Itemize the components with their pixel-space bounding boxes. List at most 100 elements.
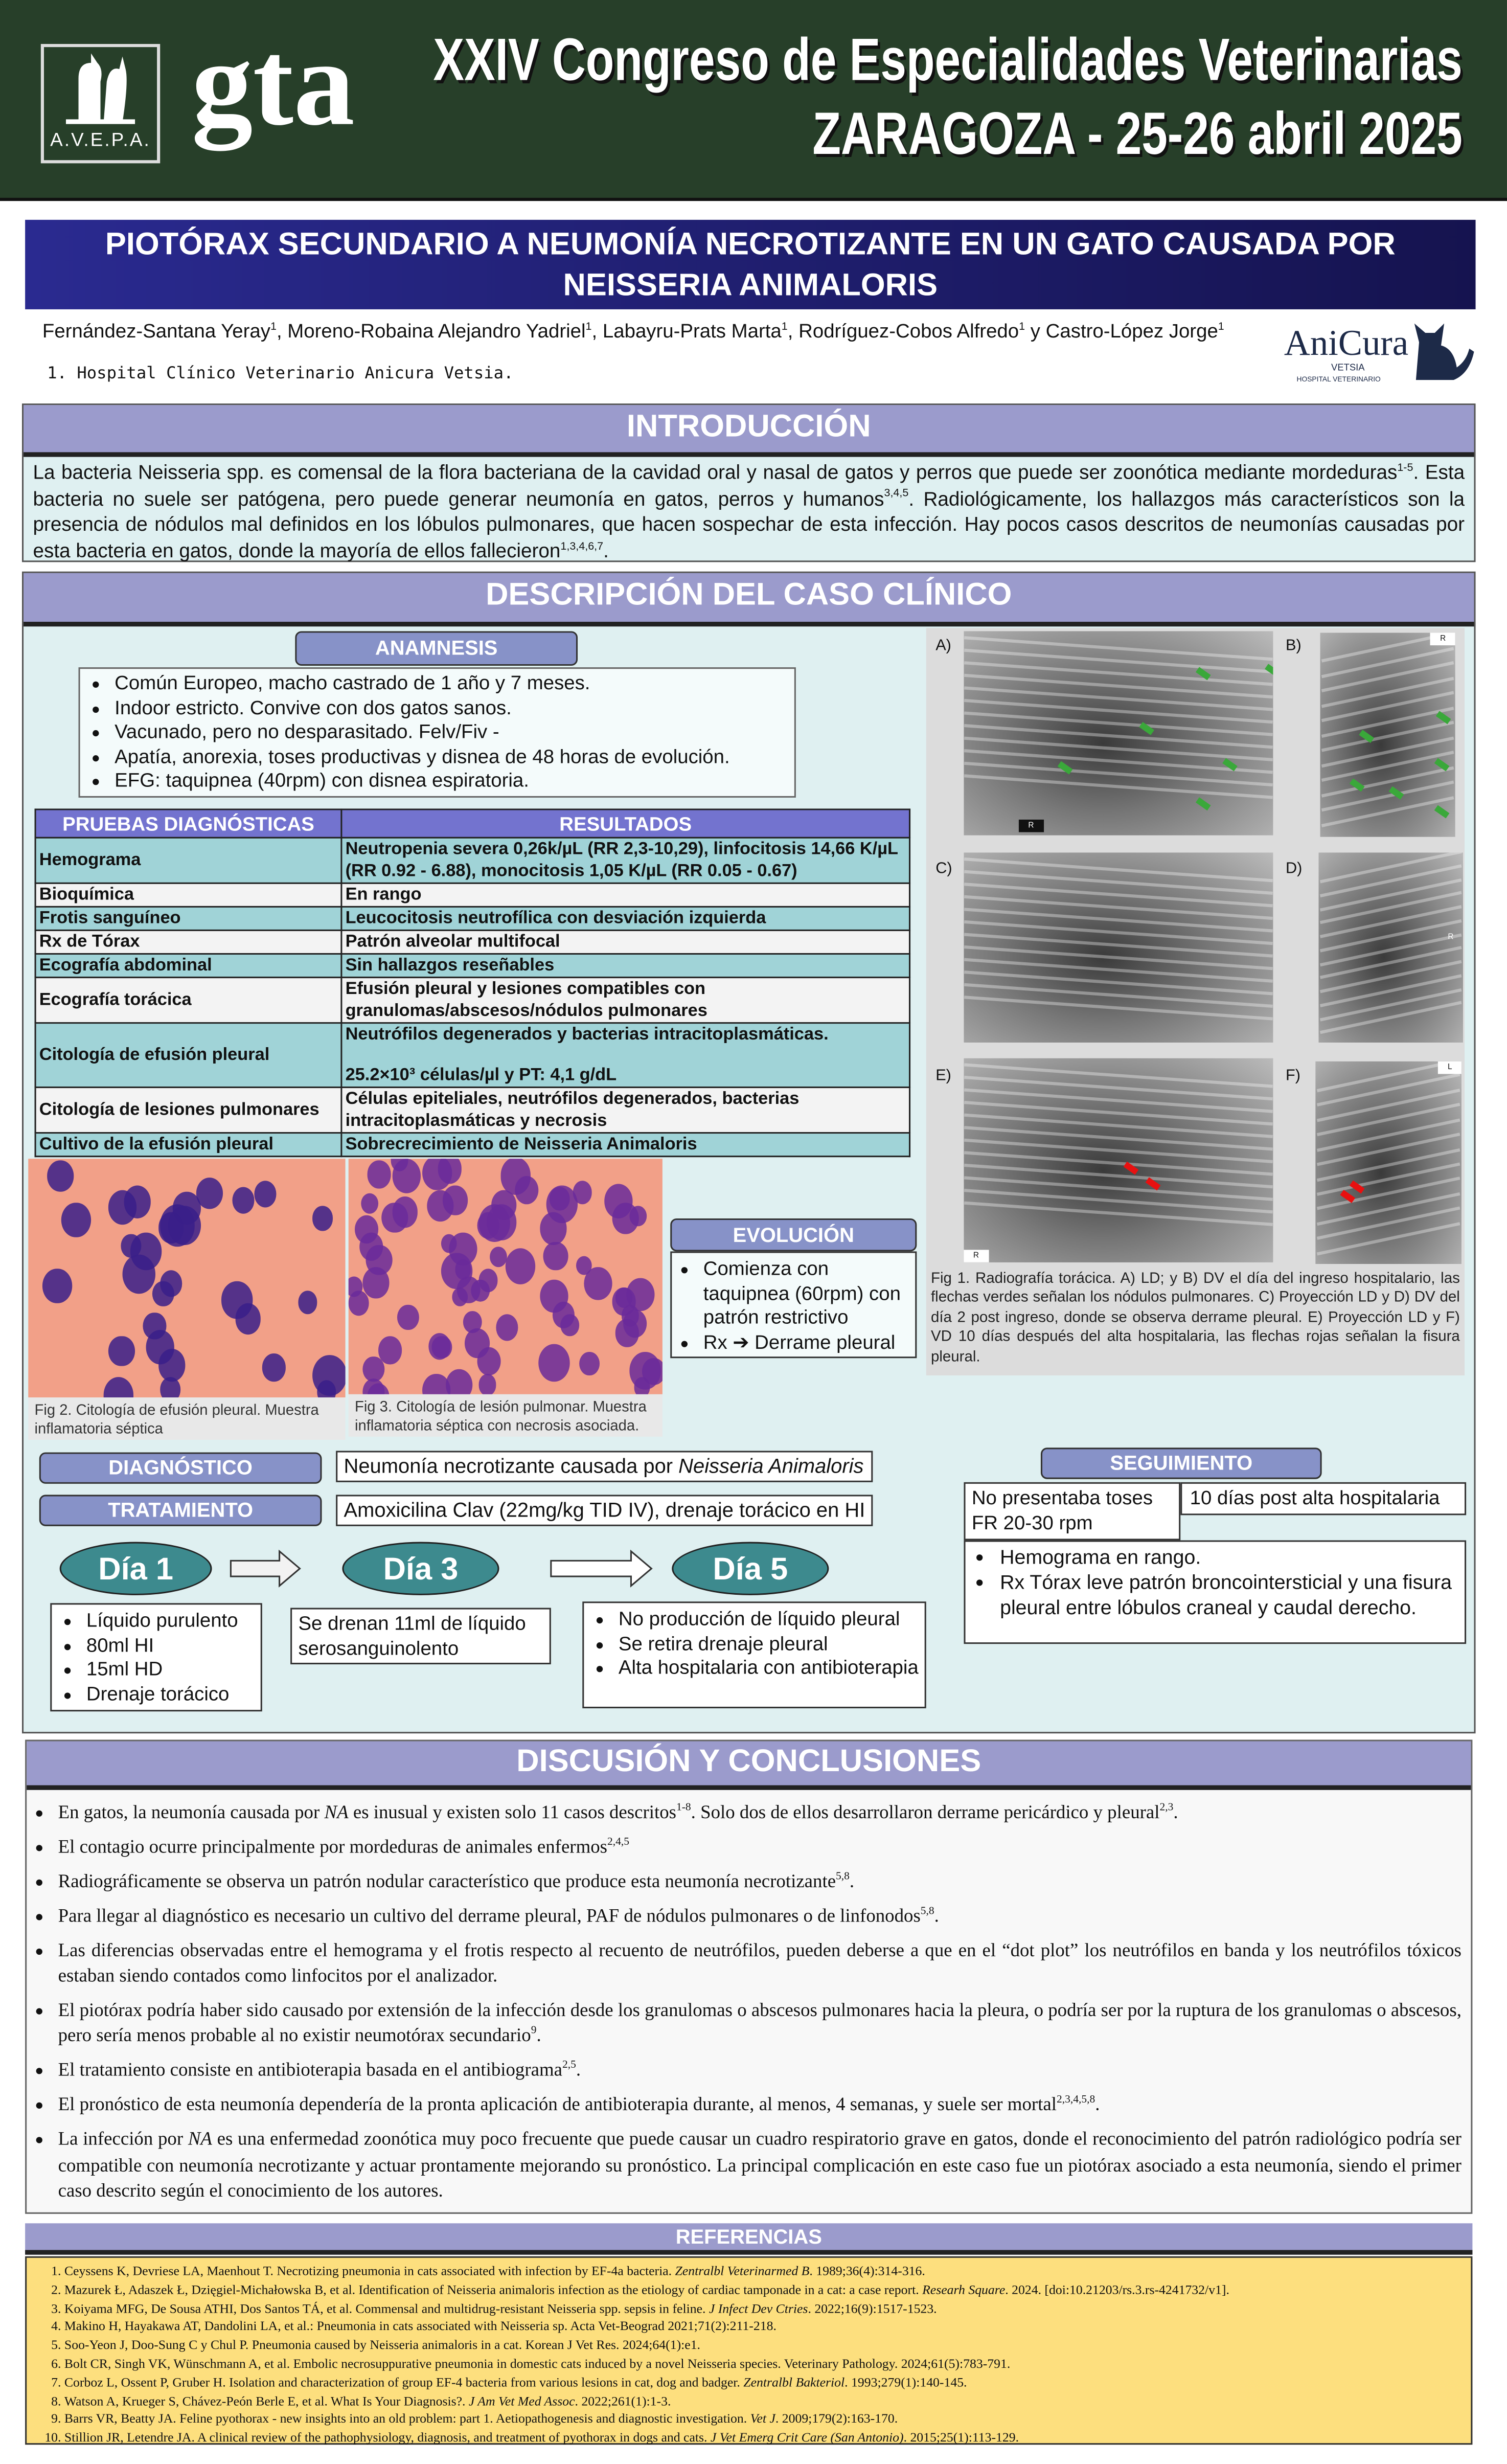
fig3-cytology-image xyxy=(348,1159,663,1394)
anicura-logo: AniCura VETSIA HOSPITAL VETERINARIO xyxy=(1284,320,1476,386)
rib-shadow xyxy=(1316,1118,1460,1151)
tratamiento-label: TRATAMIENTO xyxy=(39,1495,322,1526)
congress-header: A.V.E.P.A. gta XXIV Congreso de Especial… xyxy=(0,0,1507,201)
test-result: Patrón alveolar multifocal xyxy=(340,929,911,955)
rib-shadow xyxy=(1321,676,1454,708)
cell-nucleus xyxy=(348,1291,369,1316)
introduction-section: INTRODUCCIÓN La bacteria Neisseria spp. … xyxy=(21,403,1476,562)
rib-shadow xyxy=(1319,960,1462,993)
day-1-item: Drenaje torácico xyxy=(86,1682,261,1707)
rib-shadow xyxy=(964,698,1273,724)
cell-nucleus xyxy=(462,1310,482,1334)
rib-shadow xyxy=(964,711,1273,736)
cell-nucleus xyxy=(580,1351,600,1375)
cell-nucleus xyxy=(626,1277,654,1312)
author-name: Castro-López Jorge xyxy=(1045,320,1218,343)
seguimiento-label: SEGUIMIENTO xyxy=(1040,1448,1322,1479)
day-1-badge: Día 1 xyxy=(59,1542,212,1595)
cell-nucleus xyxy=(584,1268,612,1301)
references-heading: REFERENCIAS xyxy=(25,2223,1473,2255)
author-affiliation-mark: 1 xyxy=(1218,322,1224,333)
cell-nucleus xyxy=(391,1159,409,1171)
cell-nucleus xyxy=(151,1280,174,1307)
reference-item: Ceyssens K, Devriese LA, Maenhout T. Nec… xyxy=(64,2263,1462,2281)
poster-title: PIOTÓRAX SECUNDARIO A NEUMONÍA NECROTIZA… xyxy=(25,219,1476,309)
rib-shadow xyxy=(964,1088,1273,1113)
test-name: Ecografía abdominal xyxy=(34,953,342,979)
day-5-badge: Día 5 xyxy=(672,1542,829,1595)
rib-shadow xyxy=(964,1163,1273,1189)
anamnesis-item: Apatía, anorexia, toses productivas y di… xyxy=(115,745,794,770)
radiograph-f: L xyxy=(1315,1061,1462,1264)
rib-shadow xyxy=(964,1151,1273,1176)
cell-nucleus xyxy=(443,1185,467,1215)
rib-shadow xyxy=(1321,751,1454,782)
test-result: Sobrecrecimiento de Neisseria Animaloris xyxy=(340,1132,911,1158)
day-3-details: Se drenan 11ml de líquido serosanguinole… xyxy=(290,1608,551,1665)
cell-nucleus xyxy=(478,1374,496,1394)
evolucion-item: Rx ➔ Derrame pleural xyxy=(703,1331,916,1355)
test-name: Cultivo de la efusión pleural xyxy=(34,1132,342,1158)
author-list: Fernández-Santana Yeray1, Moreno-Robaina… xyxy=(42,320,1224,342)
seguimiento-item: Rx Tórax leve patrón broncointersticial … xyxy=(1000,1570,1458,1619)
cell-nucleus xyxy=(360,1193,378,1214)
rib-shadow xyxy=(1316,1088,1460,1122)
rib-shadow xyxy=(1316,1177,1460,1211)
rib-shadow xyxy=(964,1176,1273,1201)
cell-nucleus xyxy=(232,1187,255,1214)
test-result: Neutropenia severa 0,26k/µL (RR 2,3-10,2… xyxy=(340,837,911,884)
test-result: Neutrófilos degenerados y bacterias intr… xyxy=(340,1022,911,1089)
radiograph-b: R xyxy=(1320,632,1455,837)
radiograph-a: R xyxy=(964,631,1273,835)
rib-shadow xyxy=(964,883,1273,908)
cell-nucleus xyxy=(158,1212,185,1244)
rib-shadow xyxy=(1321,780,1454,812)
test-name: Ecografía torácica xyxy=(34,977,342,1024)
rib-shadow xyxy=(1321,691,1454,722)
reference-item: Bolt CR, Singh VK, Wünschmann A, et al. … xyxy=(64,2355,1462,2373)
radiograph-d: R xyxy=(1318,852,1463,1043)
author-affiliation-mark: 1 xyxy=(781,322,788,333)
rib-shadow xyxy=(1321,646,1454,677)
day-3-badge: Día 3 xyxy=(342,1542,499,1595)
cell-nucleus xyxy=(438,1159,462,1184)
cell-nucleus xyxy=(457,1276,481,1304)
cell-nucleus xyxy=(477,1211,500,1239)
rib-shadow xyxy=(964,661,1273,686)
side-marker: R xyxy=(1018,819,1043,832)
cell-nucleus xyxy=(122,1254,156,1295)
day-1-item: Líquido purulento xyxy=(86,1610,261,1634)
gta-logo: gta xyxy=(191,14,355,151)
tratamiento-value: Amoxicilina Clav (22mg/kg TID IV), drena… xyxy=(336,1495,873,1526)
reference-item: Makino H, Hayakawa AT, Dandolini LA, et … xyxy=(64,2318,1462,2337)
author-name: Labayru-Prats Marta xyxy=(602,320,782,343)
evolucion-label: EVOLUCIÓN xyxy=(670,1218,917,1252)
cell-nucleus xyxy=(441,1233,457,1253)
cell-nucleus xyxy=(158,1349,185,1382)
rib-shadow xyxy=(964,945,1273,970)
cell-nucleus xyxy=(643,1358,663,1386)
author-separator: , xyxy=(591,320,603,343)
cell-nucleus xyxy=(221,1281,253,1319)
radiograph-e: R xyxy=(964,1058,1273,1262)
cell-nucleus xyxy=(540,1280,568,1313)
side-marker: R xyxy=(1448,933,1454,942)
fig1-caption: Fig 1. Radiografía torácica. A) LD; y B)… xyxy=(930,1270,1460,1366)
rib-shadow xyxy=(1321,795,1454,827)
evolucion-list: Comienza con taquipnea (60rpm) con patró… xyxy=(670,1251,917,1359)
test-result: En rango xyxy=(340,882,911,908)
rib-shadow xyxy=(964,1075,1273,1101)
cell-nucleus xyxy=(538,1344,570,1383)
test-name: Citología de efusión pleural xyxy=(34,1022,342,1089)
rib-shadow xyxy=(964,1188,1273,1214)
cell-nucleus xyxy=(363,1357,385,1383)
author-separator: , xyxy=(276,320,288,343)
rib-shadow xyxy=(964,1126,1273,1151)
rib-shadow xyxy=(964,1138,1273,1164)
cell-nucleus xyxy=(312,1354,346,1396)
cell-nucleus xyxy=(392,1196,419,1228)
discussion-item: Las diferencias observadas entre el hemo… xyxy=(58,1937,1462,1988)
cell-nucleus xyxy=(445,1368,473,1394)
